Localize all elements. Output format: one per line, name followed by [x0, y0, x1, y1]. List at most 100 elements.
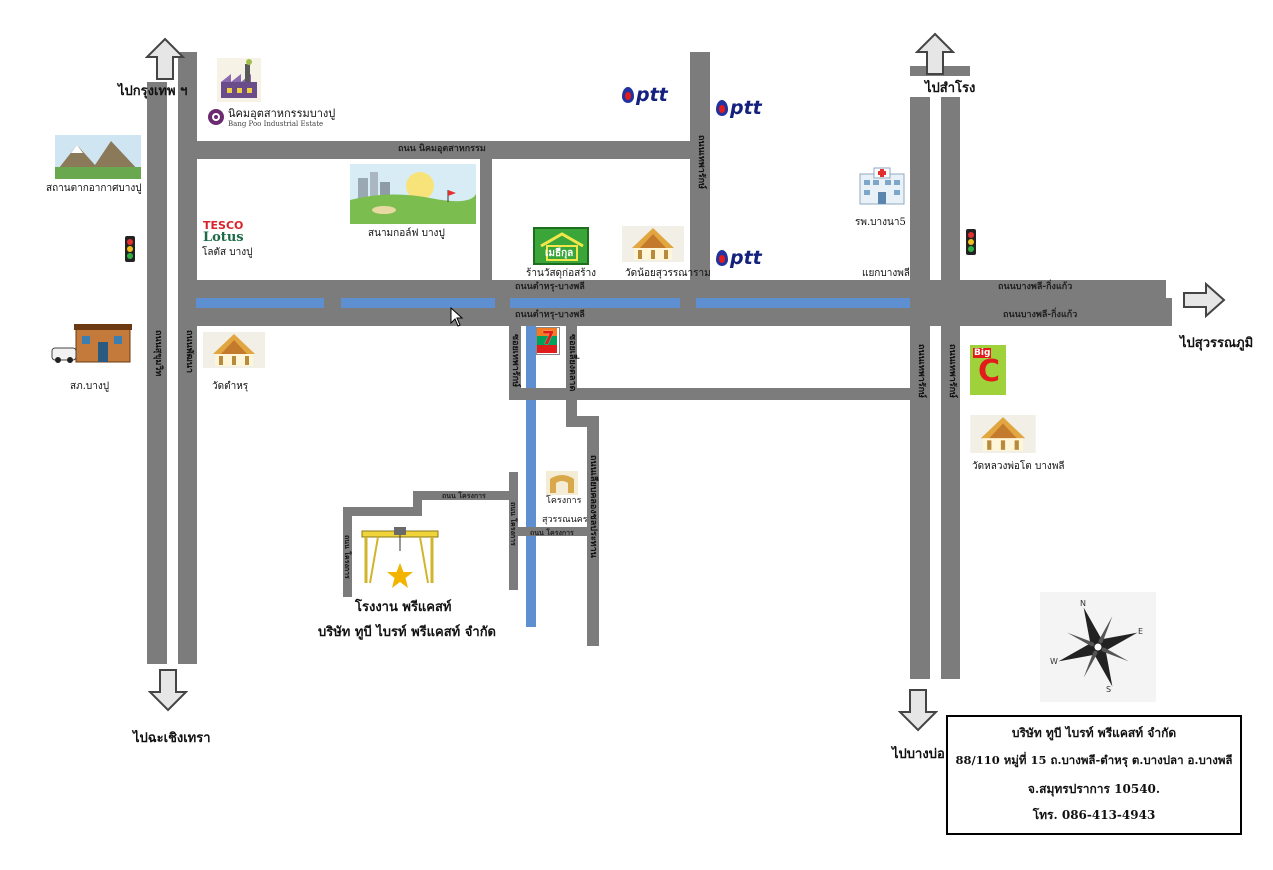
info-phone: โทร. 086-413-4943 — [1032, 808, 1156, 822]
star-icon — [387, 563, 413, 588]
road-label-right-1: ถนนเทพารักษ์ — [916, 344, 926, 398]
ptt-text: ptt — [730, 97, 762, 119]
ptt-text: ptt — [730, 247, 762, 269]
factory-label: โรงงาน พรีแคสท์ — [355, 600, 452, 615]
road-label-soi-left: ซอยเทพารักษ์ — [510, 334, 520, 387]
golf-course-icon — [350, 164, 476, 224]
lotus-logo-text: Lotus — [203, 230, 244, 245]
direction-to-bang-bo: ไปบางบ่อ — [892, 747, 945, 762]
road-label-long-soi: ถนนเลียบคลองชลประทาน — [588, 455, 598, 558]
project-label: โครงการ — [546, 496, 582, 506]
gantry-crane-icon — [361, 527, 439, 584]
canal-segment-3 — [510, 298, 680, 308]
canal-segment-4 — [696, 298, 910, 308]
compass-s: S — [1106, 685, 1111, 694]
road-label-theparak-top: ถนนเทพารักษ์ — [696, 135, 706, 189]
compass-e: E — [1138, 627, 1143, 636]
road-right-2 — [941, 97, 960, 679]
road-project-h2 — [343, 507, 422, 516]
hardware-store-logo-text: เมธีกุล — [545, 248, 574, 259]
suwannakorn-label: สุวรรณนคร — [542, 515, 588, 525]
factory-icon — [217, 58, 261, 102]
direction-to-suvarnabhumi: ไปสุวรรณภูมิ — [1180, 336, 1254, 351]
industrial-estate-name-en: Bang Poo Industrial Estate — [228, 120, 324, 128]
seven-eleven-logo: 7 — [536, 327, 560, 355]
tesco-logo-text: TESCO — [203, 219, 244, 232]
road-label-project-3: ถนน โครงการ — [509, 502, 518, 546]
traffic-light-icon — [125, 236, 135, 262]
info-address: 88/110 หมู่ที่ 15 ถ.บางพลี-ตำหรุ ต.บางปล… — [955, 753, 1233, 767]
road-thamru-bangphli-lower — [178, 308, 1172, 326]
direction-to-samrong: ไปสำโรง — [925, 81, 976, 96]
ptt-drop-icon — [716, 100, 728, 116]
hardware-store-label: ร้านวัสดุก่อสร้าง — [526, 268, 597, 279]
ptt-drop-icon — [716, 250, 728, 266]
road-soi-right — [566, 326, 577, 426]
road-label-thamru-upper: ถนนตำหรุ-บางพลี — [515, 282, 585, 292]
arrow-up-icon — [915, 32, 955, 75]
intersection-label: แยกบางพลี — [862, 268, 910, 279]
big-c-text-small: Big — [973, 348, 992, 358]
police-station-label: สภ.บางปู — [70, 381, 110, 392]
road-soi-left — [509, 326, 521, 398]
road-label-project-1: ถนน โครงการ — [442, 491, 486, 500]
temple-icon — [622, 226, 684, 262]
big-c-text-large: C — [978, 354, 1001, 389]
road-label-thamru-lower: ถนนตำหรุ-บางพลี — [515, 310, 585, 320]
direction-to-bangkok: ไปกรุงเทพ ฯ — [118, 84, 188, 99]
industrial-estate-logo-icon — [208, 109, 224, 125]
arrow-down-icon — [898, 689, 938, 732]
company-map-label: บริษัท ทูบี ไบรท์ พรีแคสท์ จำกัด — [318, 625, 497, 640]
road-left-inner — [178, 52, 197, 664]
hospital-icon — [859, 167, 905, 205]
arrow-right-icon — [1183, 282, 1226, 318]
seven-eleven-text: 7 — [542, 328, 555, 349]
hardware-store-logo: เมธีกุล — [533, 227, 589, 265]
road-label-kingkaew-lower: ถนนบางพลี-กิ่งแก้ว — [1003, 310, 1078, 320]
company-info-box: บริษัท ทูบี ไบรท์ พรีแคสท์ จำกัด 88/110 … — [946, 715, 1242, 835]
wat-luang-pho-to-label: วัดหลวงพ่อโต บางพลี — [972, 461, 1065, 472]
ptt-logo: ptt — [622, 86, 668, 105]
compass-rose-icon: N E S W — [1040, 592, 1156, 702]
road-project-v2 — [413, 491, 422, 511]
golf-course-label: สนามกอล์ฟ บางปู — [368, 228, 445, 239]
road-label-left-inner: ถนนพัฒนา — [184, 330, 194, 374]
road-project-v1 — [509, 472, 518, 590]
temple-icon — [970, 415, 1036, 453]
industrial-estate-name-th: นิคมอุตสาหกรรมบางปู — [228, 107, 336, 120]
road-long-soi-top — [566, 416, 599, 427]
big-c-logo: Big C — [970, 345, 1006, 395]
canal-vertical — [526, 326, 536, 627]
road-label-kingkaew-upper: ถนนบางพลี-กิ่งแก้ว — [998, 282, 1073, 292]
road-horizontal-mid — [509, 388, 930, 400]
gate-icon — [546, 471, 578, 495]
arrow-down-icon — [148, 669, 188, 712]
tesco-lotus-label: โลตัส บางปู — [202, 247, 253, 258]
ptt-logo: ptt — [716, 99, 762, 118]
road-label-project-2: ถนน โครงการ — [530, 528, 574, 537]
road-thamru-bangphli-upper — [178, 280, 1166, 298]
road-theparak-top — [690, 52, 710, 290]
road-label-left-outer: ถนนสุขุมวิท — [153, 330, 163, 377]
traffic-light-icon — [966, 229, 976, 255]
direction-to-chachoengsao: ไปฉะเชิงเทรา — [133, 731, 211, 746]
compass-n: N — [1080, 599, 1086, 608]
wat-thamru-label: วัดตำหรุ — [212, 381, 249, 392]
ptt-logo: ptt — [716, 249, 762, 268]
canal-segment-1 — [196, 298, 324, 308]
hospital-label: รพ.บางนา5 — [855, 217, 906, 228]
arrow-up-icon — [145, 37, 185, 80]
road-nikhom — [178, 141, 710, 159]
house-icon — [540, 232, 584, 261]
canal-segment-2 — [341, 298, 495, 308]
road-label-soi-right: ซอยเลี่ยงตลาด — [567, 334, 577, 392]
road-long-soi — [587, 416, 599, 646]
mountain-scenery-icon — [55, 135, 141, 179]
mouse-cursor-icon — [450, 307, 464, 327]
road-label-nikhom: ถนน นิคมอุตสาหกรรม — [398, 144, 486, 154]
wat-noi-label: วัดน้อยสุวรรณาราม — [625, 268, 711, 279]
road-golf-vertical — [480, 156, 492, 284]
compass-w: W — [1050, 657, 1058, 666]
temple-icon — [203, 332, 265, 368]
road-left-outer — [147, 82, 167, 664]
